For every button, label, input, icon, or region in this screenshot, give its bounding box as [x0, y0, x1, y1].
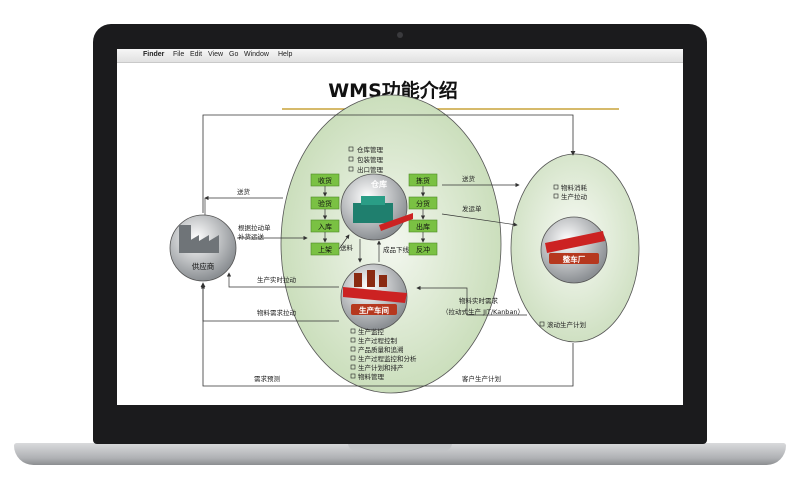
camera-icon — [397, 32, 403, 38]
material-pull-label: 物料需求拉动 — [257, 308, 297, 317]
workshop-list-item: 产品质量和追溯 — [358, 345, 404, 354]
factory-belt-icon — [343, 287, 407, 303]
warehouse-label: 仓库 — [370, 179, 387, 189]
assembly-line-icon — [545, 231, 605, 253]
pull-order-label-1: 根据拉动单 — [238, 223, 271, 232]
factory-list-item: 物料消耗 — [561, 183, 588, 192]
menu-edit[interactable]: Edit — [190, 51, 203, 58]
wms-diagram: WMS功能介绍 仓库管理 包装管理 出口管理 收货 验 — [169, 79, 640, 394]
warehouse-icon — [353, 203, 393, 223]
laptop-notch — [348, 443, 452, 451]
supplier-label: 供应商 — [192, 261, 215, 271]
menu-file[interactable]: File — [173, 51, 185, 58]
demand-forecast-label: 需求预测 — [254, 374, 281, 383]
customer-plan-label: 客户生产计划 — [462, 374, 501, 383]
workshop-list-item: 物料管理 — [358, 372, 385, 381]
step-receive: 收货 — [318, 176, 332, 185]
supplier-building-icon — [179, 225, 191, 253]
wms-ellipse — [280, 94, 502, 394]
step-outbound: 出库 — [416, 222, 430, 231]
step-pick: 拣货 — [416, 176, 430, 185]
material-feed-label: 送料 — [340, 243, 354, 252]
warehouse-list-item: 仓库管理 — [357, 145, 384, 154]
laptop-base — [14, 443, 786, 465]
menu-help[interactable]: Help — [278, 51, 293, 58]
step-inspect: 验货 — [318, 199, 332, 208]
workshop-list-item: 生产监控 — [358, 327, 385, 336]
warehouse-list-item: 包装管理 — [357, 155, 384, 164]
prod-pull-label: 生产实时拉动 — [257, 275, 297, 284]
pull-order-label-2: 补货运送 — [238, 232, 265, 241]
delivery-left-label: 送货 — [237, 187, 251, 196]
menu-bar: Finder File Edit View Go Window Help — [117, 49, 683, 63]
factory-list-item: 生产拉动 — [561, 192, 588, 201]
step-box — [408, 242, 438, 256]
menu-window[interactable]: Window — [244, 51, 269, 58]
menu-view[interactable]: View — [208, 51, 224, 58]
menu-go[interactable]: Go — [229, 51, 239, 58]
factory-label: 整车厂 — [563, 254, 586, 264]
receiving-steps: 收货 验货 入库 上架 — [310, 173, 350, 256]
factory-circle — [540, 216, 608, 284]
menu-finder[interactable]: Finder — [143, 51, 165, 58]
workshop-list-item: 生产计划和排产 — [358, 363, 404, 372]
shipping-steps: 拣货 分货 出库 反冲 — [408, 173, 438, 256]
warehouse-list-item: 出口管理 — [357, 165, 384, 174]
realtime-demand-label-2: （拉动式生产 JIT/Kanban） — [442, 307, 524, 316]
rolling-plan-label: 滚动生产计划 — [547, 320, 586, 329]
step-inbound: 入库 — [318, 222, 332, 231]
screen: Finder File Edit View Go Window Help — [117, 49, 683, 405]
slide: WMS功能介绍 仓库管理 包装管理 出口管理 收货 验 — [117, 63, 683, 405]
step-backflush: 反冲 — [416, 245, 430, 254]
slide-title: WMS功能介绍 — [328, 79, 458, 102]
shipping-order-label: 发运单 — [462, 204, 482, 213]
realtime-demand-label-1: 物料实时需求 — [459, 296, 499, 305]
delivery-right-label: 送货 — [462, 174, 476, 183]
workshop-list-item: 生产过程监控和分析 — [358, 354, 417, 363]
workshop-label: 生产车间 — [359, 305, 389, 315]
workshop-list-item: 生产过程控制 — [358, 336, 398, 345]
product-offline-label: 成品下线 — [383, 245, 410, 254]
step-sort: 分货 — [416, 199, 430, 208]
step-shelve: 上架 — [318, 245, 332, 254]
